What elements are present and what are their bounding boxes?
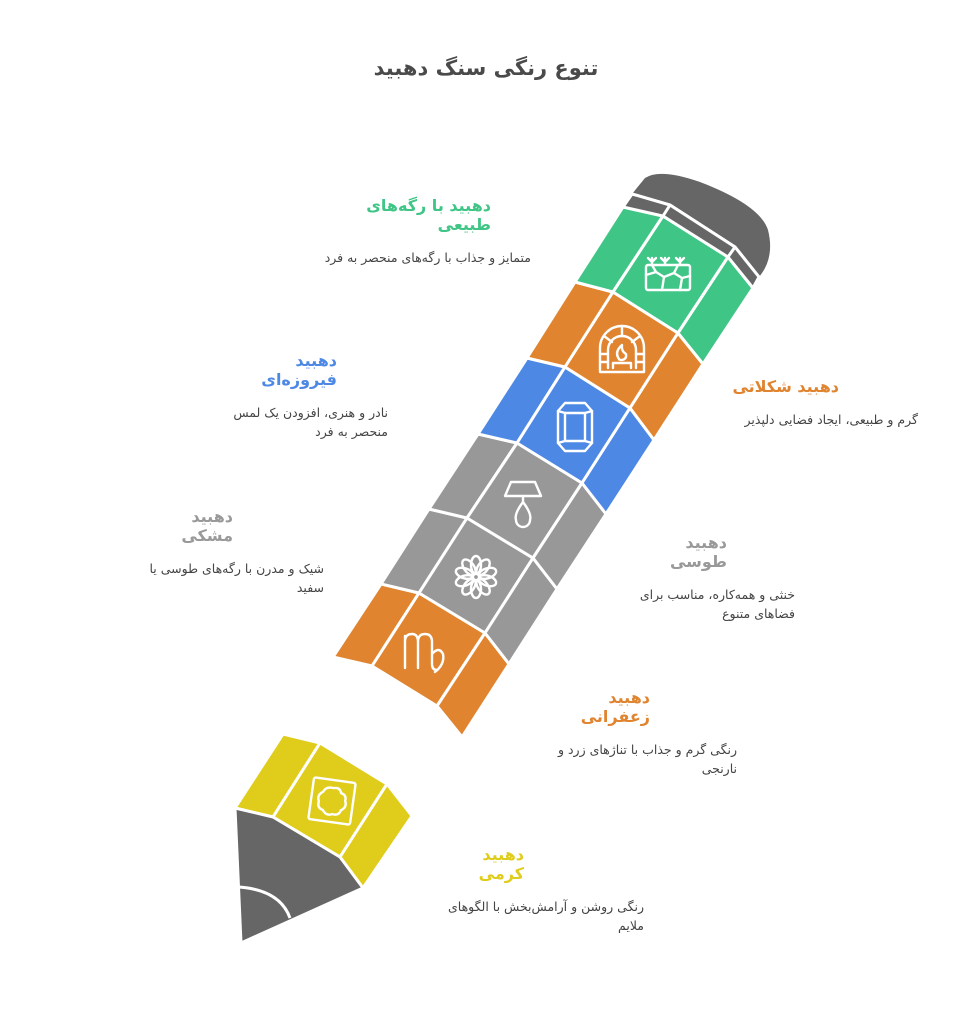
label-zafarani: دهبید زعفرانی رنگی گرم و جذاب با تناژهای… xyxy=(538,688,737,778)
item-desc: شیک و مدرن با رگه‌های طوسی یا سفید xyxy=(149,561,324,595)
item-title: دهبید زعفرانی xyxy=(580,688,650,726)
pencil-tip xyxy=(233,806,365,945)
label-rageh-tabiei: دهبید با رگه‌های طبیعی متمایز و جذاب با … xyxy=(320,196,531,267)
item-title: دهبید فیروزه‌ای xyxy=(261,351,337,389)
label-firoozei: دهبید فیروزه‌ای نادر و هنری، افزودن یک ل… xyxy=(218,351,388,441)
flower-icon xyxy=(454,554,498,600)
petal xyxy=(461,558,477,577)
item-title: دهبید شکلاتی xyxy=(732,377,839,396)
eraser-cap xyxy=(632,173,771,277)
item-desc: رنگی گرم و جذاب با تناژهای زرد و نارنجی xyxy=(557,742,737,776)
cracked-stone-icon xyxy=(644,256,692,292)
item-desc: متمایز و جذاب با رگه‌های منحصر به فرد xyxy=(324,250,531,265)
item-desc: گرم و طبیعی، ایجاد فضایی دلپذیر xyxy=(744,412,918,427)
label-toosi: دهبید طوسی خنثی و همه‌کاره، مناسب برای ف… xyxy=(628,533,795,623)
item-desc: رنگی روشن و آرامش‌بخش با الگوهای ملایم xyxy=(447,899,644,933)
item-title: دهبید کرمی xyxy=(478,845,524,883)
virgo-icon xyxy=(403,632,445,674)
item-title: دهبید طوسی xyxy=(669,533,727,571)
item-desc: خنثی و همه‌کاره، مناسب برای فضاهای متنوع xyxy=(639,587,795,621)
tile-pattern-icon xyxy=(307,776,357,826)
label-kermi: دهبید کرمی رنگی روشن و آرامش‌بخش با الگو… xyxy=(435,845,644,935)
item-title: دهبید با رگه‌های طبیعی xyxy=(366,196,491,234)
diagram-title: تنوع رنگی سنگ دهبید xyxy=(373,56,599,80)
pencil-band-6 xyxy=(573,205,755,366)
item-title: دهبید مشکی xyxy=(181,507,233,545)
label-shokolati: دهبید شکلاتی گرم و طبیعی، ایجاد فضایی دل… xyxy=(728,377,918,429)
pencil-band-kermi xyxy=(233,732,414,890)
ferrule-band xyxy=(620,192,761,291)
pencil-lead-arc xyxy=(238,885,292,919)
lamp-icon xyxy=(503,480,543,529)
label-mashki: دهبید مشکی شیک و مدرن با رگه‌های طوسی یا… xyxy=(135,507,324,597)
item-desc: نادر و هنری، افزودن یک لمس منحصر به فرد xyxy=(233,405,388,439)
gem-prism-icon xyxy=(556,401,594,453)
fireplace-icon xyxy=(598,324,646,374)
